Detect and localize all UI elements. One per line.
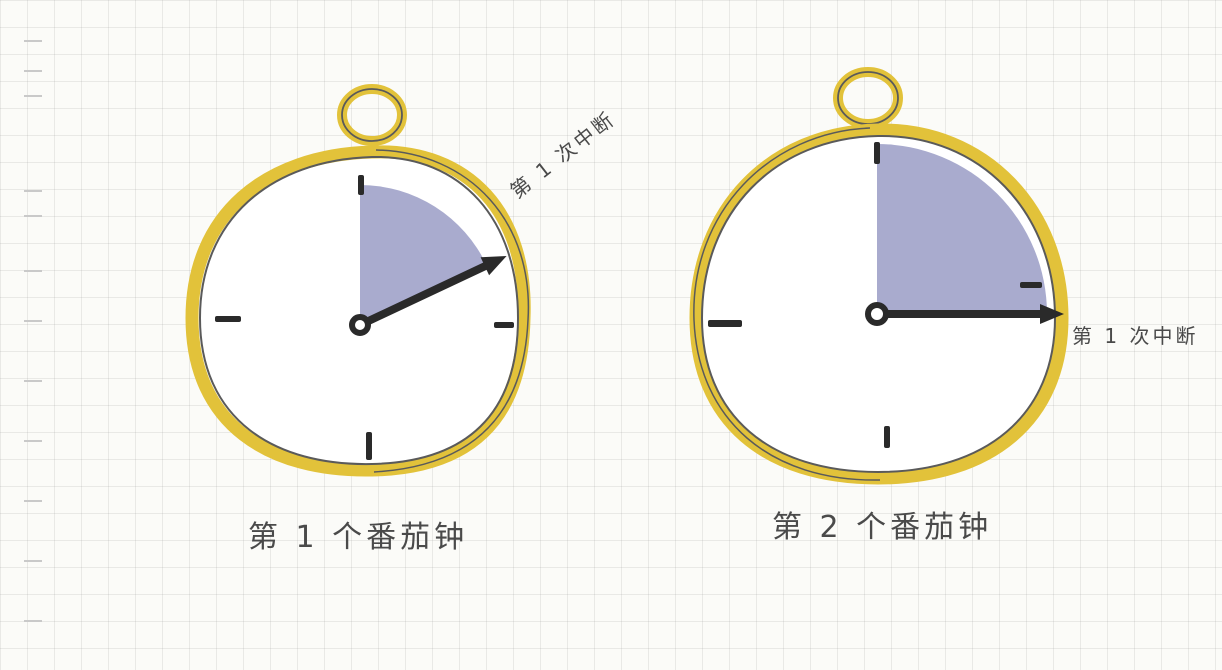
clock-2-mark-6 <box>884 426 890 448</box>
clock-1-hand <box>356 257 500 329</box>
notebook-margin <box>18 0 48 670</box>
clock-2-hand-arrowhead <box>1040 304 1064 324</box>
clock-2-center-pivot <box>865 302 889 326</box>
clock-2-mark-12 <box>874 142 880 164</box>
clock-1-mark-9 <box>215 316 241 322</box>
clock-2-mark-9 <box>708 320 742 327</box>
clock-1-elapsed-shading <box>360 185 487 325</box>
pomodoro-clock-1 <box>185 84 531 477</box>
clock-1-center-pivot <box>349 314 371 336</box>
clock-1-hand-arrowhead <box>480 256 507 276</box>
pomodoro-clock-2 <box>689 67 1069 485</box>
clock-2-interruption-note: 第 1 次中断 <box>1072 324 1199 348</box>
clock-2-elapsed-shading <box>877 144 1047 314</box>
clock-1-mark-3 <box>494 322 514 328</box>
clock-1-caption: 第 1 个番茄钟 <box>248 520 469 555</box>
clock-1-mark-6 <box>366 432 372 460</box>
clock-1-mark-12 <box>358 175 364 195</box>
clock-2-mark-3 <box>1020 282 1042 288</box>
clock-2-caption: 第 2 个番茄钟 <box>772 510 993 545</box>
